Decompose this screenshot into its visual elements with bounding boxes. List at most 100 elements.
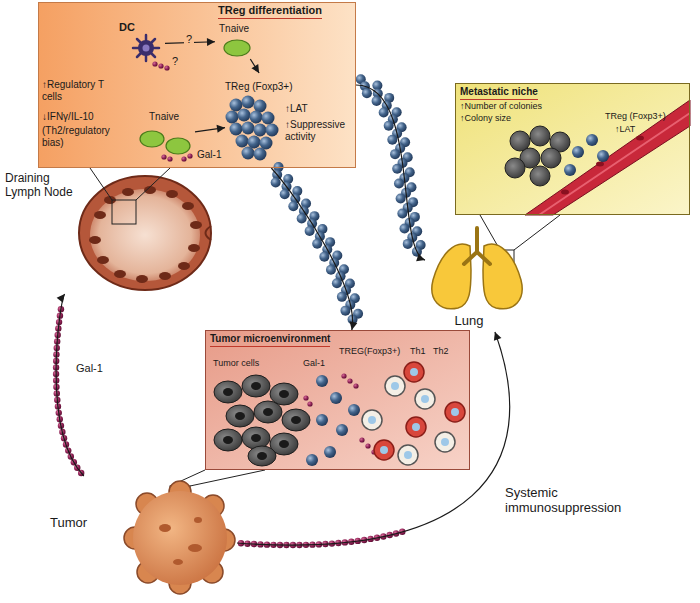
galectin-beads <box>161 154 166 159</box>
tme-treg-cells <box>316 414 328 426</box>
connector-line <box>56 294 84 476</box>
treg-cluster: TReg (Foxp3+)↑LAT↑Suppressive activity <box>225 73 351 165</box>
zoom-lines <box>136 168 170 200</box>
metastatic-colony <box>597 150 609 162</box>
connector-guide <box>56 294 84 476</box>
lymph-node-drawing <box>79 176 211 290</box>
node-text: ↑Colony size <box>460 113 570 123</box>
node-text: Th2 <box>433 346 453 356</box>
treg-cluster-drawing <box>226 96 279 161</box>
edge-label: Systemic immunosuppression <box>505 486 640 516</box>
connector-line <box>356 85 425 260</box>
arrowhead <box>207 38 215 46</box>
tme-treg-cells <box>348 404 360 416</box>
dendritic-cell-drawing <box>133 35 159 61</box>
th1-cells <box>362 376 455 465</box>
node-text: Draining Lymph Node <box>5 172 77 200</box>
th1-cells <box>404 451 412 459</box>
treg-cluster-drawing <box>226 111 239 124</box>
zoom-lines <box>514 215 560 250</box>
naive-t-cell-drawing <box>140 131 164 147</box>
tme-galectin-beads <box>347 378 352 383</box>
lymph-node: Draining Lymph Node <box>5 172 220 294</box>
lymph-node-drawing <box>190 221 202 229</box>
blood-vessel <box>525 100 690 215</box>
th2-cells <box>412 423 420 431</box>
blood-vessel <box>525 100 690 215</box>
treg-cluster-drawing <box>254 124 267 137</box>
tme-tumor-cells <box>242 427 270 449</box>
zoom-lines <box>90 168 560 506</box>
lymph-node-drawing <box>166 190 178 198</box>
lung-drawing <box>432 228 522 309</box>
tme-tumor-cells <box>291 416 301 424</box>
lymph-node-drawing <box>97 256 109 264</box>
treg-cell <box>392 164 402 174</box>
lymph-node-drawing <box>94 211 106 219</box>
tme-treg-cells <box>336 424 348 436</box>
tme-tumor-cells <box>214 375 310 466</box>
tme-galectin-beads <box>365 443 370 448</box>
tme-galectin-beads <box>359 437 364 442</box>
zoom-lines <box>112 200 136 224</box>
treg-cluster-drawing <box>260 137 273 150</box>
connector-line <box>271 168 352 330</box>
panel-outline <box>190 505 191 506</box>
tme-tumor-cells <box>248 446 276 466</box>
lymph-node-drawing <box>178 262 190 270</box>
treg-cell <box>326 265 336 275</box>
metastatic-colony <box>572 146 584 158</box>
treg-cell <box>319 252 329 262</box>
tme-tumor-cells <box>226 405 254 427</box>
tme-treg-cells <box>330 392 342 404</box>
galectin-beads <box>181 156 186 161</box>
th1-cells <box>398 445 418 465</box>
tme-tumor-cells <box>279 390 289 398</box>
dendritic-cell-drawing <box>143 45 150 52</box>
treg-cell <box>387 135 397 145</box>
connector-guide <box>237 332 510 545</box>
treg-cell <box>332 278 342 288</box>
th2-cells <box>380 446 388 454</box>
tme-galectin-beads <box>307 401 312 406</box>
treg-cell <box>399 224 409 234</box>
treg-cluster-drawing <box>254 148 267 161</box>
lymph-node-drawing <box>89 236 101 244</box>
tumor-mass <box>159 524 171 532</box>
node-text: (Th2/regulatory bias) <box>42 125 130 148</box>
treg-cluster-drawing <box>230 123 243 136</box>
tme-galectin-beads <box>303 395 308 400</box>
node-text: Th1 <box>410 346 430 356</box>
th2-cells <box>374 362 465 460</box>
arrowhead <box>350 321 358 330</box>
tme-tumor-cells <box>251 382 261 390</box>
treg-cell <box>280 189 290 199</box>
connector-guide <box>356 85 425 260</box>
treg-cluster-drawing <box>236 135 249 148</box>
metastatic-colony <box>586 134 598 146</box>
panel-title: Tumor microenvironment <box>210 333 330 347</box>
dendritic-cell-drawing <box>133 35 159 61</box>
arrowhead <box>57 294 65 303</box>
blood-vessel <box>561 190 569 195</box>
treg-cell <box>390 149 400 159</box>
treg-cell <box>305 226 315 236</box>
th1-cells <box>385 376 405 396</box>
node-text: ↓IFNγ/IL-10 <box>42 111 130 123</box>
treg-cluster-drawing <box>242 96 255 109</box>
blood-vessel <box>596 162 604 167</box>
th2-cells <box>410 368 418 376</box>
lymph-node-drawing <box>159 272 171 280</box>
panel-fill <box>205 330 470 470</box>
lymph-node-drawing <box>182 202 194 210</box>
treg-cell <box>397 208 407 218</box>
node-text: TREG(Foxp3+) <box>339 346 405 356</box>
tme-tumor-cells <box>263 408 273 416</box>
metastatic-colony <box>505 126 609 186</box>
th2-cells <box>406 417 426 437</box>
treg-cluster-drawing <box>242 122 255 135</box>
treg-cluster-drawing <box>250 111 263 124</box>
tme-treg-cells <box>324 446 336 458</box>
